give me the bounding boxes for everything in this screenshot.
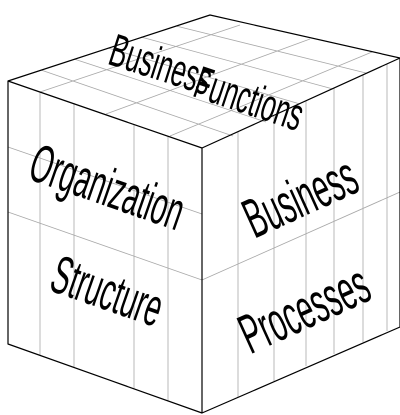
right-face-grid: [201, 64, 400, 397]
top-face-grid: [39, 24, 373, 137]
left-face-grid: [7, 92, 203, 401]
cube-right-face: [202, 58, 400, 413]
cube-outline: [7, 14, 400, 414]
